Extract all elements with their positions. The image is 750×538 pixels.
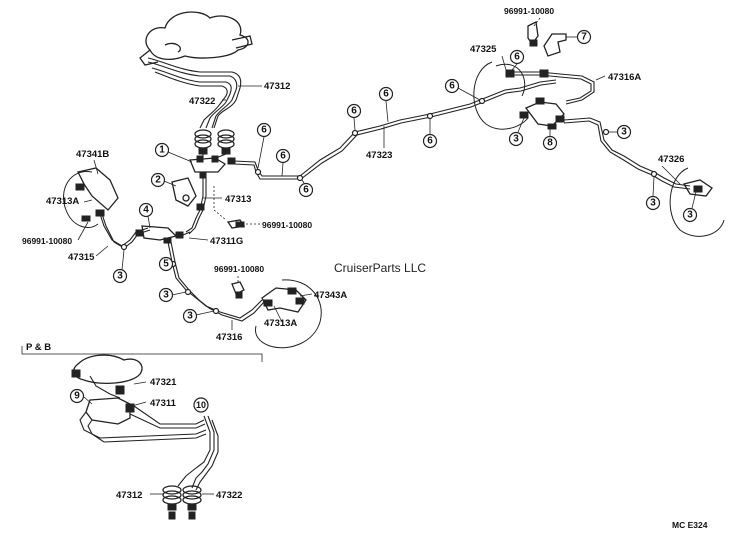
section-label-pb: P & B <box>26 342 51 353</box>
label-47316a: 47316A <box>608 72 641 83</box>
label-47316: 47316 <box>216 332 242 343</box>
svg-text:6: 6 <box>383 89 389 100</box>
label-47323: 47323 <box>366 150 392 161</box>
tube-coil-left <box>194 129 212 155</box>
pb-section <box>21 346 263 520</box>
callout-7: 7 <box>576 29 592 45</box>
callout-5: 5 <box>158 256 174 272</box>
rear-right-drum <box>669 167 725 237</box>
label-47325: 47325 <box>470 44 497 55</box>
label-47322-top: 47322 <box>189 96 215 107</box>
callout-8: 8 <box>542 135 558 151</box>
svg-text:3: 3 <box>163 290 169 301</box>
joint-bracket <box>171 177 197 207</box>
svg-text:6: 6 <box>427 136 433 147</box>
three-way-joint-front <box>135 225 191 244</box>
four-way-joint <box>189 153 236 179</box>
svg-text:5: 5 <box>163 259 169 270</box>
svg-text:6: 6 <box>280 151 286 162</box>
label-96991-upper: 96991-10080 <box>262 220 312 230</box>
svg-text:7: 7 <box>581 32 587 43</box>
svg-text:3: 3 <box>117 271 123 282</box>
svg-text:6: 6 <box>261 125 267 136</box>
callout-3-d: 3 <box>508 131 524 147</box>
label-47343a: 47343A <box>314 290 347 301</box>
svg-text:9: 9 <box>74 391 80 402</box>
bleeder-cap-top <box>527 21 539 47</box>
callout-6-d: 6 <box>346 103 362 119</box>
svg-text:4: 4 <box>143 205 149 216</box>
callout-10: 10 <box>193 397 209 413</box>
rear-upper-tube <box>505 69 595 105</box>
label-47313a-left: 47313A <box>46 196 79 207</box>
callout-3-b: 3 <box>158 287 174 303</box>
callout-6-a: 6 <box>256 122 272 138</box>
right-front-tube <box>167 241 265 322</box>
label-47321: 47321 <box>150 377 177 388</box>
svg-text:6: 6 <box>351 106 357 117</box>
label-47311g: 47311G <box>210 236 243 247</box>
svg-text:3: 3 <box>687 210 693 221</box>
callout-6-e: 6 <box>378 86 394 102</box>
svg-text:6: 6 <box>303 185 309 196</box>
svg-text:8: 8 <box>547 138 553 149</box>
callout-2: 2 <box>150 172 166 188</box>
callout-3-c: 3 <box>182 308 198 324</box>
master-cylinder <box>139 11 253 66</box>
callout-6-c: 6 <box>298 182 314 198</box>
callout-6-h: 6 <box>509 49 525 65</box>
label-47313: 47313 <box>225 194 251 205</box>
callout-6-b: 6 <box>275 148 291 164</box>
callout-1: 1 <box>154 142 170 158</box>
callout-9: 9 <box>69 388 85 404</box>
label-96991-middle: 96991-10080 <box>214 264 264 274</box>
rear-right-tube <box>563 117 691 190</box>
callout-6-g: 6 <box>444 78 460 94</box>
master-tube-bundle <box>147 57 242 129</box>
svg-text:3: 3 <box>621 127 627 138</box>
label-47341b: 47341B <box>76 149 109 160</box>
svg-text:1: 1 <box>159 145 165 156</box>
label-96991-left: 96991-10080 <box>22 236 72 246</box>
callout-4: 4 <box>138 202 154 218</box>
callout-6-f: 6 <box>422 133 438 149</box>
tube-clips-main <box>254 97 486 182</box>
label-47315: 47315 <box>68 252 95 263</box>
svg-text:3: 3 <box>187 311 193 322</box>
rear-main-tube <box>233 79 557 177</box>
leader-lines <box>77 17 681 495</box>
label-96991-top: 96991-10080 <box>504 6 554 16</box>
svg-text:6: 6 <box>449 81 455 92</box>
label-47311: 47311 <box>150 398 177 409</box>
tube-coil-right <box>217 129 235 155</box>
callout-3-a: 3 <box>112 268 128 284</box>
label-47313a-right: 47313A <box>264 318 297 329</box>
svg-text:2: 2 <box>155 175 161 186</box>
watermark: CruiserParts LLC <box>334 261 426 275</box>
rear-three-way <box>519 97 565 130</box>
label-47322-bottom: 47322 <box>216 490 242 501</box>
callout-3-e: 3 <box>616 124 632 140</box>
front-tube-down <box>185 178 207 235</box>
label-47312-top: 47312 <box>264 81 290 92</box>
rear-bracket <box>543 33 567 57</box>
callout-3-g: 3 <box>682 207 698 223</box>
label-47312-bottom: 47312 <box>116 490 142 501</box>
svg-text:3: 3 <box>650 198 656 209</box>
svg-text:3: 3 <box>513 134 519 145</box>
callout-3-f: 3 <box>645 195 661 211</box>
left-front-brake <box>63 167 151 251</box>
figure-code: MC E324 <box>672 520 708 530</box>
svg-text:6: 6 <box>514 52 520 63</box>
label-47326: 47326 <box>658 154 684 165</box>
right-front-brake <box>255 279 322 349</box>
bleeder-cap-upper <box>226 219 246 229</box>
bleeder-cap-middle <box>231 281 245 299</box>
svg-text:10: 10 <box>196 400 206 410</box>
